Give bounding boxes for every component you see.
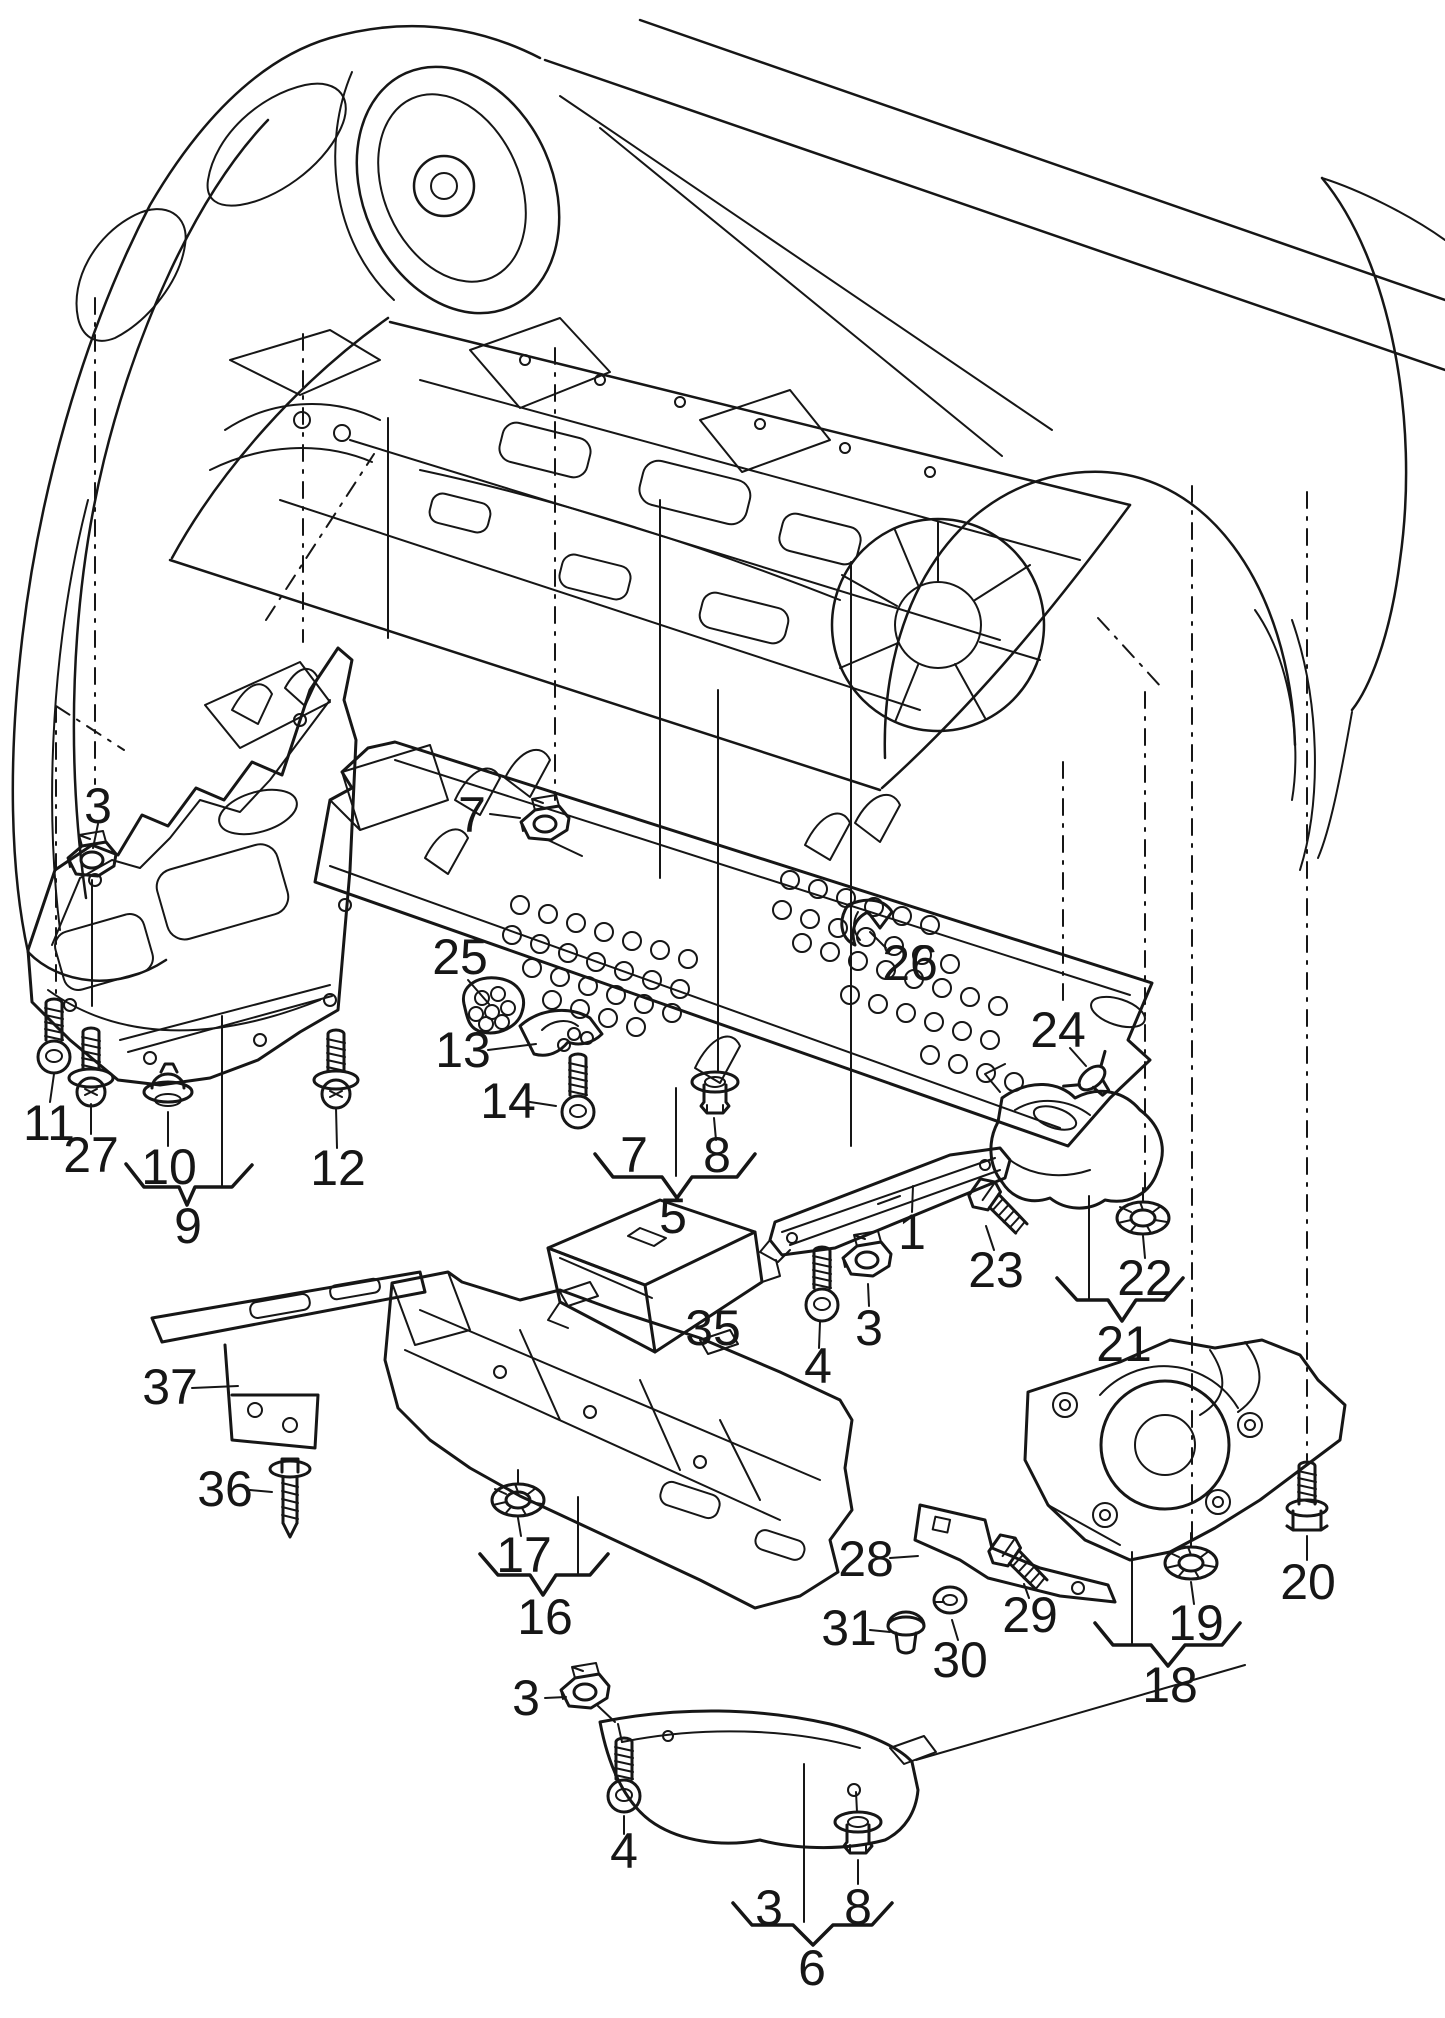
callout-11-1[interactable]: 11	[23, 1095, 75, 1151]
callout-7-6[interactable]: 7	[458, 787, 486, 843]
callout-20-30[interactable]: 20	[1280, 1554, 1336, 1610]
mesh-grommet-25-icon	[461, 976, 525, 1035]
expanding-nut-8-icon	[690, 1070, 740, 1115]
screw-4-icon	[804, 1245, 840, 1323]
screw-27-icon	[67, 1026, 115, 1108]
stud-36-icon	[268, 1457, 312, 1539]
callout-8-36[interactable]: 8	[844, 1879, 872, 1935]
group-brackets	[124, 1152, 1242, 1947]
callout-31-27[interactable]: 31	[821, 1600, 877, 1656]
callout-7-10[interactable]: 7	[620, 1127, 648, 1183]
clip-nut-3-icon	[559, 1661, 611, 1710]
clip-nut-3-icon	[66, 829, 118, 878]
callout-3-0[interactable]: 3	[84, 778, 112, 834]
callout-24-19[interactable]: 24	[1030, 1002, 1086, 1058]
screw-14-icon	[560, 1052, 596, 1130]
callout-3-17[interactable]: 3	[855, 1300, 883, 1356]
callout-26-14[interactable]: 26	[882, 935, 938, 991]
rivet-31-icon	[886, 1610, 926, 1655]
callout-36-23[interactable]: 36	[197, 1461, 253, 1517]
callout-30-28[interactable]: 30	[932, 1632, 988, 1688]
callout-3-35[interactable]: 3	[755, 1880, 783, 1936]
callout-14-9[interactable]: 14	[480, 1073, 536, 1129]
clip-24-icon	[1062, 1049, 1128, 1113]
callout-35-13[interactable]: 35	[685, 1300, 741, 1356]
callout-23-16[interactable]: 23	[968, 1242, 1024, 1298]
callout-16-25[interactable]: 16	[517, 1589, 573, 1645]
callout-8-11[interactable]: 8	[703, 1127, 731, 1183]
bolt-23-icon	[963, 1172, 1038, 1240]
callout-10-3[interactable]: 10	[141, 1139, 197, 1195]
callout-29-29[interactable]: 29	[1002, 1587, 1058, 1643]
leader-lines-vertical	[55, 297, 1308, 1545]
callout-12-4[interactable]: 12	[310, 1140, 366, 1196]
callout-37-22[interactable]: 37	[142, 1359, 198, 1415]
callout-4-34[interactable]: 4	[610, 1823, 638, 1879]
screw-4-icon	[606, 1736, 642, 1814]
part-small-bracket-plate	[518, 1008, 604, 1057]
callout-27-2[interactable]: 27	[63, 1127, 119, 1183]
callout-19-31[interactable]: 19	[1168, 1595, 1224, 1651]
part-rear-underbody-panel	[1023, 1338, 1347, 1562]
callout-5-12[interactable]: 5	[659, 1188, 687, 1244]
callout-22-20[interactable]: 22	[1117, 1250, 1173, 1306]
part-side-member-bracket	[150, 1270, 427, 1450]
washer-19-icon	[1163, 1531, 1219, 1581]
callout-leader-lines	[49, 813, 1308, 1923]
bolt-20-icon	[1285, 1460, 1329, 1532]
callout-3-33[interactable]: 3	[512, 1670, 540, 1726]
part-retaining-strap	[913, 1503, 1117, 1604]
panel-perforations	[502, 870, 1024, 1092]
spare-wheel-well	[830, 517, 1046, 733]
pan-screw-holes	[63, 713, 352, 1065]
callout-21-21[interactable]: 21	[1096, 1316, 1152, 1372]
part-engine-belly-pan	[26, 646, 358, 1087]
part-side-underbody-panel	[383, 1270, 854, 1610]
callout-25-7[interactable]: 25	[432, 929, 488, 985]
screw-12-icon	[312, 1028, 360, 1110]
part-bottom-cover	[598, 1664, 1246, 1850]
vehicle-underbody-sketch	[11, 18, 1445, 982]
callout-1-15[interactable]: 1	[898, 1204, 926, 1260]
part-heat-shield	[546, 1198, 781, 1354]
part-hook-clip	[840, 898, 894, 947]
callout-18-32[interactable]: 18	[1142, 1657, 1198, 1713]
washer-22-icon	[1115, 1186, 1171, 1236]
bolt-29-icon	[983, 1528, 1058, 1596]
clip-nut-3-icon	[841, 1229, 893, 1278]
floor-bolt-holes	[519, 354, 936, 478]
callout-9-5[interactable]: 9	[174, 1198, 202, 1254]
callout-6-37[interactable]: 6	[798, 1940, 826, 1996]
callout-17-24[interactable]: 17	[496, 1527, 552, 1583]
floor-cutouts	[428, 421, 862, 645]
callout-28-26[interactable]: 28	[838, 1531, 894, 1587]
washer-17-icon	[490, 1468, 546, 1518]
grommet-30-icon	[932, 1585, 968, 1615]
callout-4-18[interactable]: 4	[804, 1338, 832, 1394]
callout-13-8[interactable]: 13	[435, 1022, 491, 1078]
